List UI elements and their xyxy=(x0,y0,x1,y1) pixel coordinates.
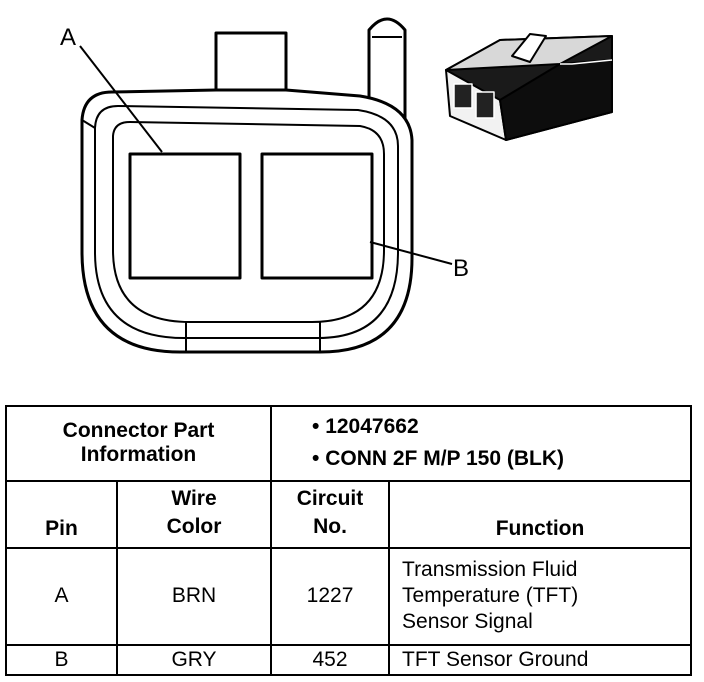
leader-line-b xyxy=(369,241,453,265)
pin-cavity-b xyxy=(260,152,374,280)
wire-color-cell: BRN xyxy=(115,547,273,646)
pin-cell: A xyxy=(5,547,118,646)
pin-label-b: B xyxy=(453,255,469,282)
column-header-function: Function xyxy=(388,479,693,550)
leader-line-a xyxy=(79,45,163,153)
function-cell: Transmission Fluid Temperature (TFT) Sen… xyxy=(388,547,693,646)
circuit-cell: 452 xyxy=(270,643,391,677)
connector-drawing: A B xyxy=(60,17,613,354)
column-header-circuit-no: Circuit No. xyxy=(270,479,391,550)
column-header-row: Pin Wire Color Circuit No. Function xyxy=(5,479,693,550)
part-info-row: Connector Part Information • 12047662 • … xyxy=(4,405,693,482)
locking-post xyxy=(367,17,407,240)
pin-cavity-a xyxy=(128,152,242,280)
pin-label-a: A xyxy=(60,24,76,51)
housing-face xyxy=(112,121,385,323)
column-header-pin: Pin xyxy=(5,479,118,550)
latch-tab xyxy=(214,31,288,93)
connector-3d-view xyxy=(445,33,613,141)
part-info-label: Connector Part Information xyxy=(4,405,273,482)
column-header-wire-color: Wire Color xyxy=(115,479,273,550)
connector-diagram: A B xyxy=(60,17,613,354)
connector-info-table: Connector Part Information • 12047662 • … xyxy=(4,405,693,677)
part-info-list: • 12047662 • CONN 2F M/P 150 (BLK) xyxy=(270,405,693,482)
table-row: B GRY 452 TFT Sensor Ground xyxy=(5,643,693,677)
function-cell: TFT Sensor Ground xyxy=(388,643,693,677)
wire-color-cell: GRY xyxy=(115,643,273,677)
circuit-cell: 1227 xyxy=(270,547,391,646)
part-info-item: • 12047662 xyxy=(312,415,419,439)
part-info-item: • CONN 2F M/P 150 (BLK) xyxy=(312,447,565,471)
pin-cell: B xyxy=(5,643,118,677)
table-row: A BRN 1227 Transmission Fluid Temperatur… xyxy=(5,547,693,646)
housing-inner-rim xyxy=(94,105,399,339)
